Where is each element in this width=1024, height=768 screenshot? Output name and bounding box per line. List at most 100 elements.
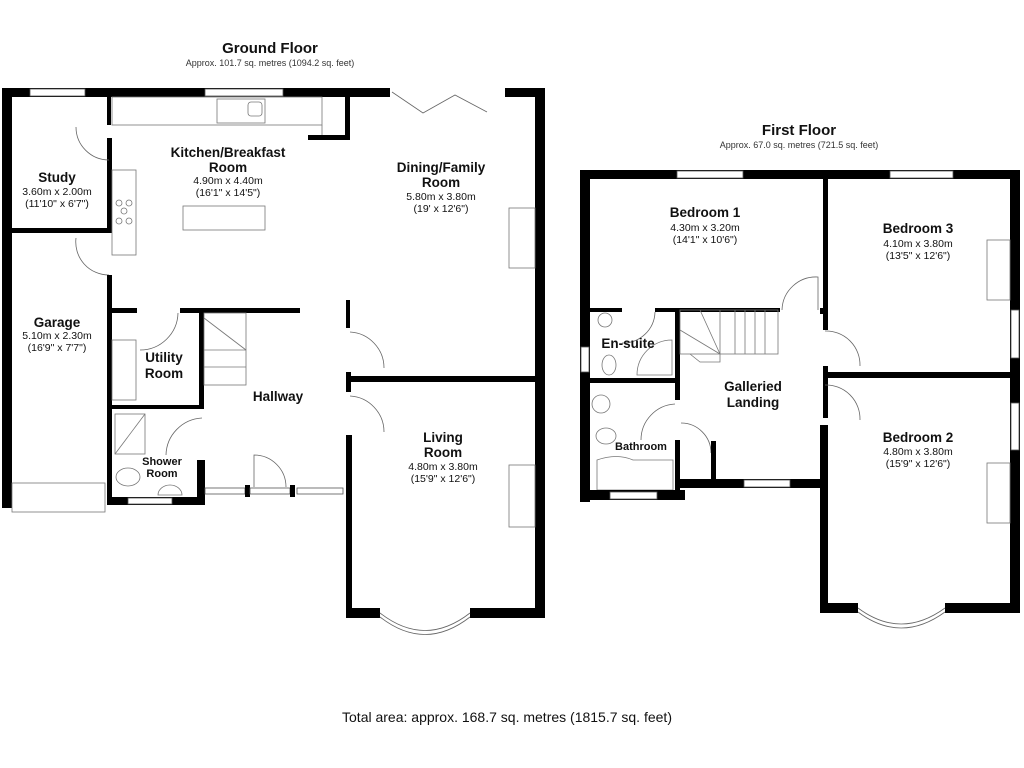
room-dimensions-metric: 5.80m x 3.80m xyxy=(406,191,476,203)
room-dimensions-metric: 4.80m x 3.80m xyxy=(883,446,953,458)
wall xyxy=(180,308,300,313)
wall xyxy=(711,441,716,484)
fireplace xyxy=(508,207,536,269)
bath xyxy=(596,456,674,491)
utility-sink xyxy=(111,339,137,401)
room-name: Study xyxy=(38,170,76,185)
wall xyxy=(823,366,828,418)
ground-floor-area: Approx. 101.7 sq. metres (1094.2 sq. fee… xyxy=(186,58,355,68)
living-door xyxy=(349,395,385,433)
room-name: Room xyxy=(146,468,177,480)
wall xyxy=(675,308,680,400)
ground-floor-plan: Ground Floor Approx. 101.7 sq. metres (1… xyxy=(2,40,545,635)
window xyxy=(204,88,284,97)
wall xyxy=(107,97,111,125)
room-name: Garage xyxy=(34,315,81,330)
window xyxy=(676,170,744,179)
wall xyxy=(590,308,622,312)
wall xyxy=(470,608,545,618)
room-dimensions-imperial: (19' x 12'6") xyxy=(413,203,468,215)
shower-tray xyxy=(114,413,146,455)
toilet xyxy=(595,427,617,445)
room-dimensions-metric: 4.80m x 3.80m xyxy=(408,461,478,473)
ensuite-door xyxy=(621,311,656,344)
wall xyxy=(1010,170,1020,613)
wall xyxy=(820,308,828,314)
room-dimensions-imperial: (16'1" x 14'5") xyxy=(196,187,261,199)
wall xyxy=(107,405,204,409)
first-floor-title: First Floor xyxy=(762,122,836,139)
wall xyxy=(12,228,112,233)
room-name: En-suite xyxy=(601,336,655,351)
room-name: Room xyxy=(145,366,183,381)
wall xyxy=(346,435,352,618)
toilet xyxy=(601,354,617,376)
wall xyxy=(535,88,545,618)
room-dimensions-imperial: (13'5" x 12'6") xyxy=(886,250,951,262)
total-area: Total area: approx. 168.7 sq. metres (18… xyxy=(342,709,672,725)
fireplace xyxy=(508,464,536,528)
shower-enclosure xyxy=(636,339,673,376)
room-dimensions-imperial: (11'10" x 6'7") xyxy=(25,198,89,210)
bedroom1-door xyxy=(781,276,819,311)
first-floor-area: Approx. 67.0 sq. metres (721.5 sq. feet) xyxy=(720,140,879,150)
fireplace xyxy=(986,239,1011,301)
study-door xyxy=(75,126,110,161)
wall xyxy=(825,372,1020,378)
sink xyxy=(216,98,266,124)
room-dimensions-metric: 5.10m x 2.30m xyxy=(22,330,92,342)
garage-door xyxy=(75,237,110,276)
window xyxy=(743,479,791,488)
hob-units xyxy=(111,169,137,256)
room-name: Shower xyxy=(142,456,182,468)
room-name: Room xyxy=(424,445,462,460)
wall xyxy=(107,275,112,505)
wall xyxy=(346,300,350,328)
room-name: Bedroom 1 xyxy=(670,205,741,220)
front-door[interactable] xyxy=(249,487,291,495)
kitchen-island xyxy=(182,205,266,231)
room-name: Bedroom 3 xyxy=(883,221,954,236)
basin xyxy=(591,394,611,414)
room-dimensions-metric: 4.90m x 4.40m xyxy=(193,175,263,187)
window xyxy=(609,491,658,500)
front-door-swing xyxy=(253,454,287,488)
wall xyxy=(505,88,545,97)
wall xyxy=(346,608,380,618)
room-dimensions-imperial: (16'9" x 7'7") xyxy=(28,342,87,354)
bay-window xyxy=(379,612,471,631)
room-name: Utility xyxy=(145,350,183,365)
wall xyxy=(308,135,350,140)
wall xyxy=(350,376,540,382)
room-dimensions-imperial: (15'9" x 12'6") xyxy=(411,473,476,485)
sink-bowl xyxy=(247,101,263,117)
window xyxy=(127,497,173,505)
window xyxy=(204,487,246,495)
window xyxy=(29,88,86,97)
room-dimensions-metric: 4.30m x 3.20m xyxy=(670,222,740,234)
wall xyxy=(107,138,112,233)
bathroom-door xyxy=(640,403,676,441)
basin xyxy=(157,484,183,496)
wall xyxy=(820,425,828,613)
bifold-door xyxy=(391,91,488,114)
wall xyxy=(945,603,1020,613)
room-name: Hallway xyxy=(253,389,304,404)
wall xyxy=(345,97,350,140)
wall xyxy=(580,170,590,502)
window xyxy=(1010,309,1020,359)
fireplace xyxy=(986,462,1011,524)
wall xyxy=(2,88,12,508)
room-name: Bedroom 2 xyxy=(883,430,954,445)
room-dimensions-imperial: (15'9" x 12'6") xyxy=(886,458,951,470)
basin xyxy=(597,312,613,328)
worktop xyxy=(111,96,323,126)
wall xyxy=(197,460,205,505)
staircase xyxy=(203,312,247,386)
wall xyxy=(245,485,250,497)
first-floor-plan: First Floor Approx. 67.0 sq. metres (721… xyxy=(580,122,1020,629)
wall xyxy=(823,178,828,330)
staircase xyxy=(679,309,779,363)
window xyxy=(580,346,590,373)
